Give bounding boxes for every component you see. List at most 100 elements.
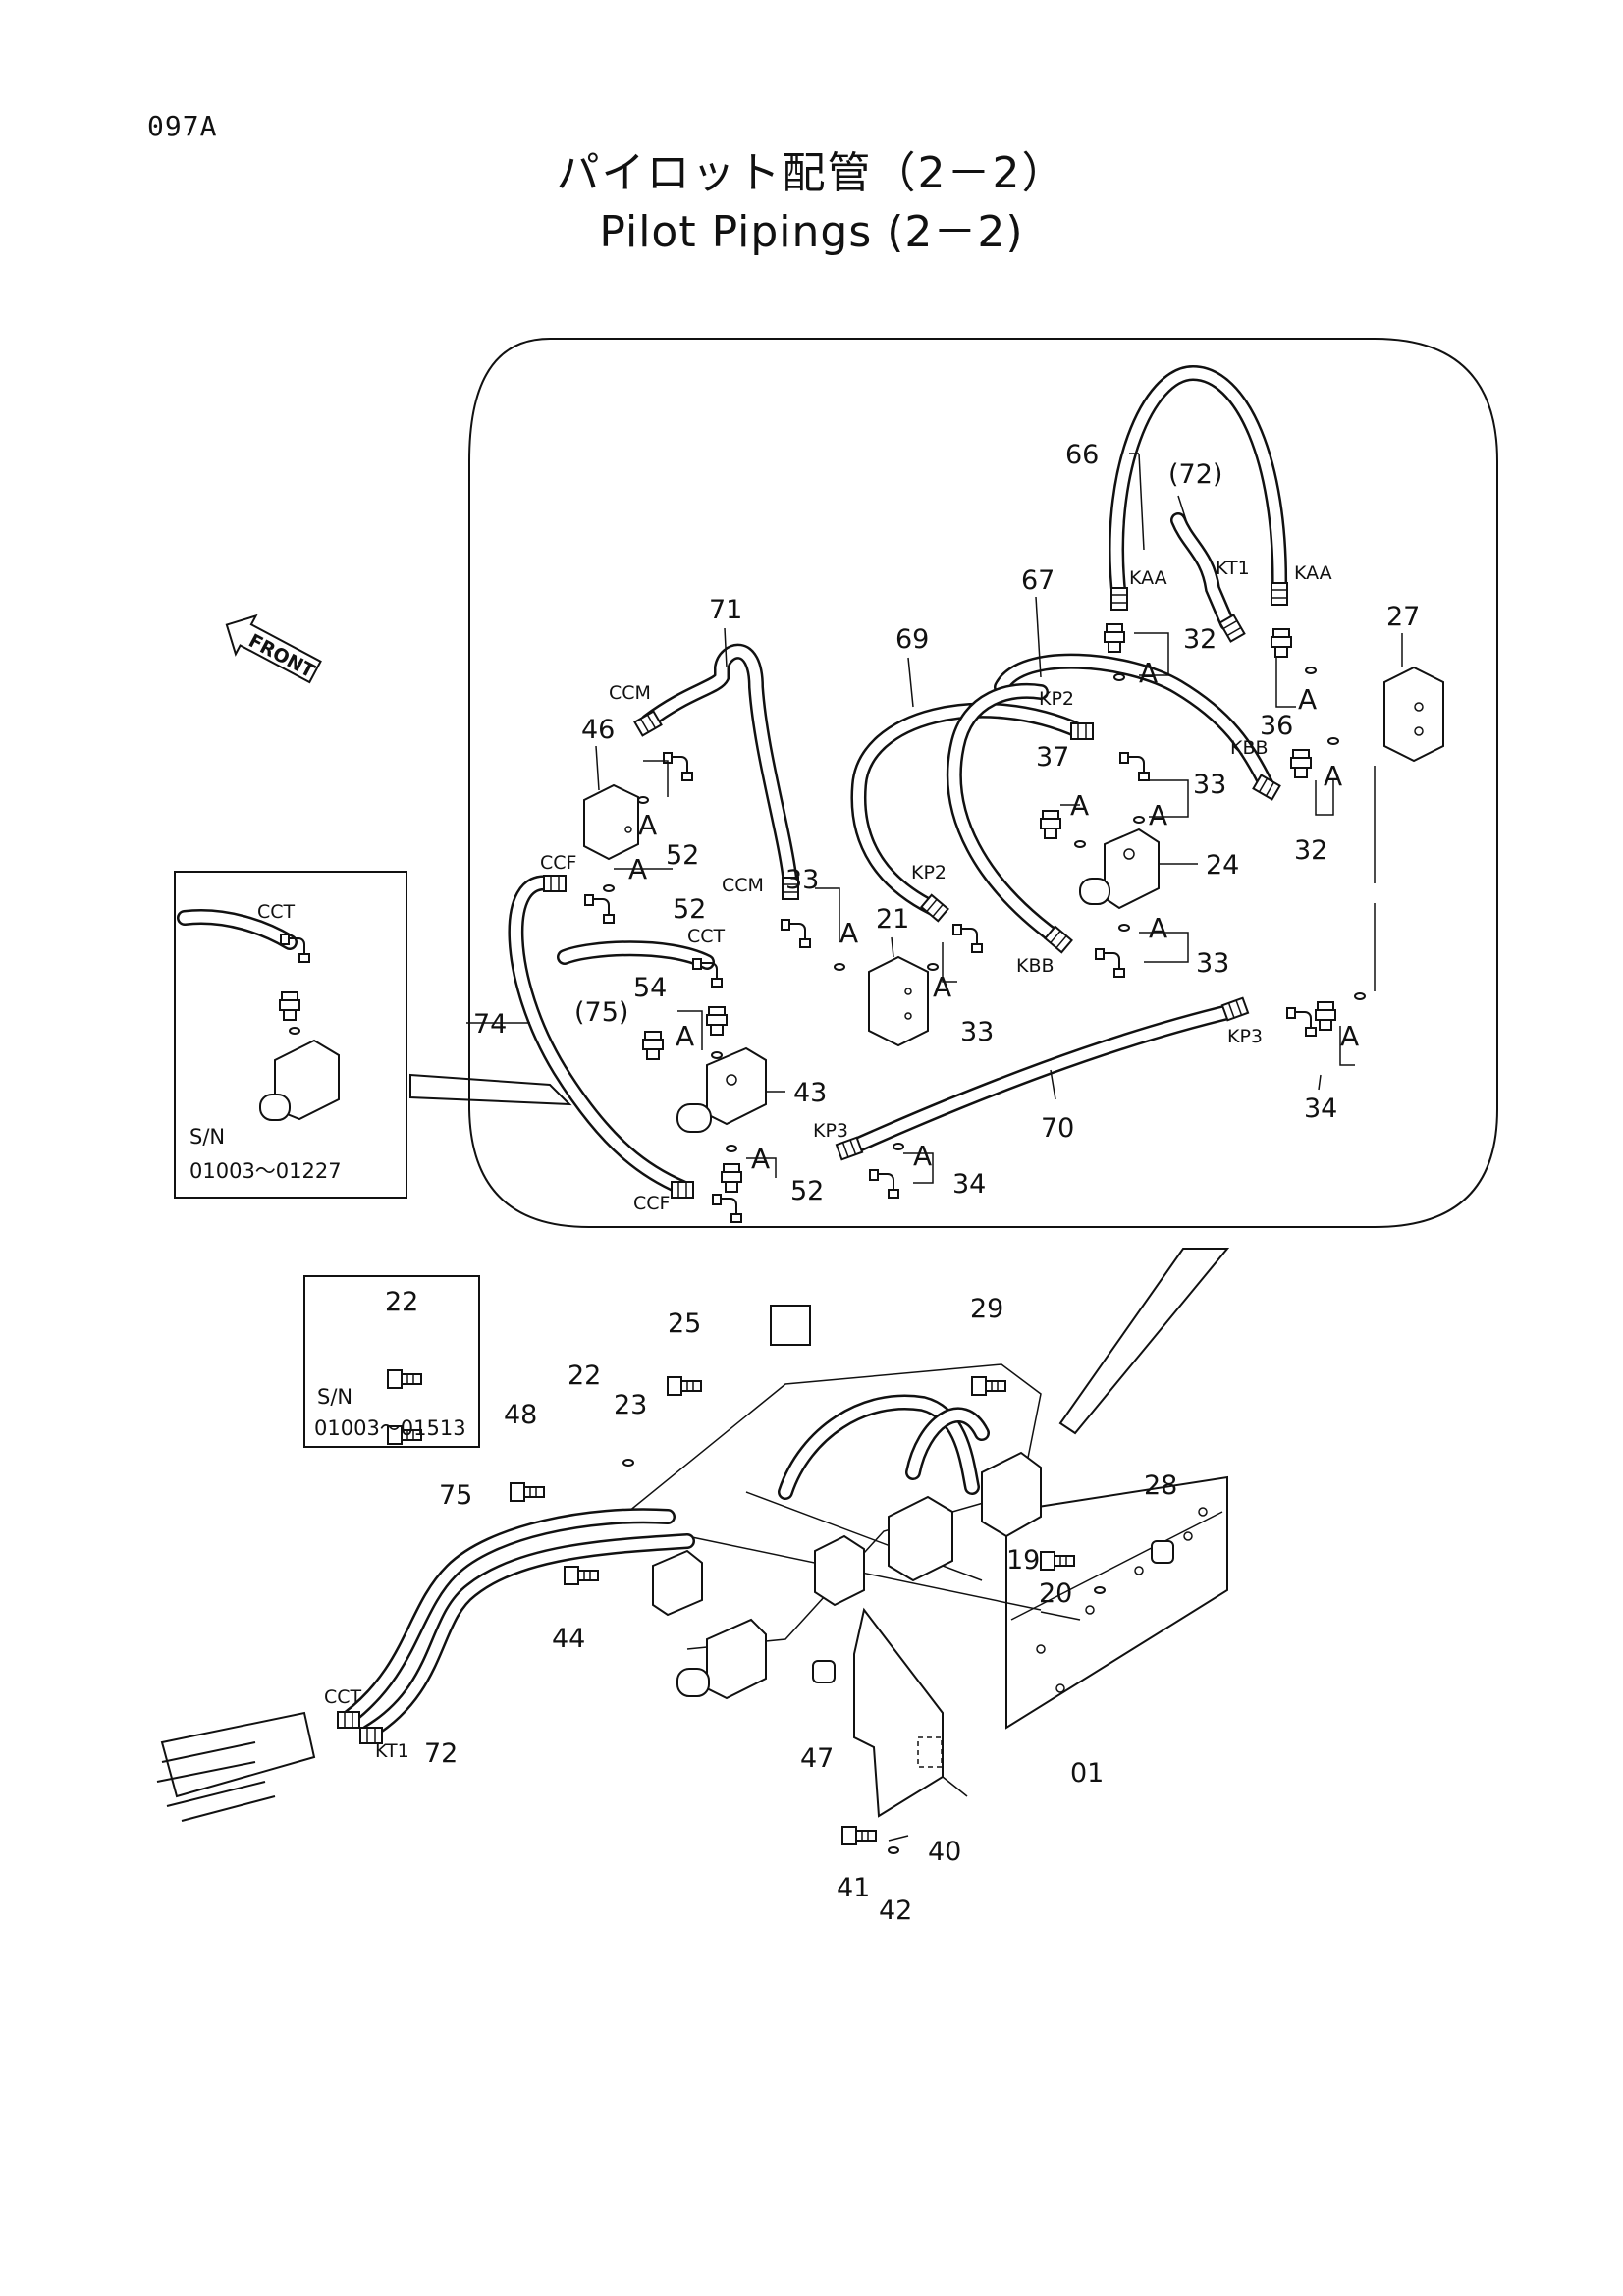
- code-kt1-upper: KT1: [1216, 558, 1250, 579]
- label-33-a: 33: [1193, 770, 1226, 800]
- label-01: 01: [1070, 1758, 1104, 1789]
- a-marker: A: [638, 809, 657, 841]
- inset-lower-bolt-icon: [387, 1369, 422, 1389]
- label-33-c: 33: [1196, 948, 1229, 979]
- a-marker: A: [1324, 760, 1342, 792]
- code-ccf-lower: CCF: [633, 1193, 670, 1214]
- mount-plate-01: [1005, 1475, 1228, 1730]
- label-27: 27: [1386, 602, 1420, 632]
- fittings-detail: [543, 582, 1366, 1223]
- label-69: 69: [895, 624, 929, 655]
- code-kp2-upper: KP2: [1039, 688, 1074, 710]
- code-kp2-lower: KP2: [911, 862, 947, 883]
- label-23: 23: [614, 1390, 647, 1420]
- bracket-leaders: [614, 632, 1376, 1184]
- label-40: 40: [928, 1837, 961, 1867]
- valve-43: [706, 1046, 767, 1126]
- pointer-wedge-right: [1058, 1248, 1230, 1435]
- label-21: 21: [876, 904, 909, 934]
- part-numbers: 66 (72) 67 71 69 27 32 36 46 37 33 32 52…: [385, 440, 1420, 1926]
- port-codes: KAA KAA KT1 KP2 KBB CCM CCM CCF CCF CCT …: [257, 558, 1332, 1762]
- label-75-parenthesized: (75): [574, 997, 628, 1028]
- valve-24: [1104, 828, 1160, 910]
- code-cct-detail: CCT: [687, 926, 726, 947]
- a-marker: A: [1070, 789, 1089, 822]
- label-54: 54: [633, 973, 667, 1003]
- label-70: 70: [1041, 1113, 1074, 1144]
- label-33-d: 33: [960, 1017, 994, 1047]
- label-48: 48: [504, 1400, 537, 1430]
- code-kp3-right: KP3: [1227, 1026, 1263, 1047]
- label-71: 71: [709, 595, 742, 625]
- a-marker: A: [751, 1143, 770, 1175]
- a-marker: A: [1149, 912, 1167, 944]
- a-markers: A A A A A A A A A A A A A A: [628, 657, 1359, 1175]
- label-34-bottom: 34: [952, 1169, 986, 1200]
- code-kp3-left: KP3: [813, 1120, 848, 1142]
- code-ccm-lower: CCM: [722, 875, 764, 896]
- label-44: 44: [552, 1624, 585, 1654]
- label-24: 24: [1206, 850, 1239, 881]
- label-52-mid: 52: [673, 894, 706, 925]
- inset-lower-sn-label: S/N: [317, 1385, 352, 1409]
- inset-upper-sn-label: S/N: [189, 1125, 225, 1148]
- inset-lower-frame: [303, 1275, 480, 1448]
- label-25: 25: [668, 1308, 701, 1339]
- label-46: 46: [581, 715, 615, 745]
- page-title-japanese: パイロット配管（2－2）: [556, 148, 1067, 198]
- label-66: 66: [1065, 440, 1099, 470]
- code-kbb-upper: KBB: [1230, 737, 1269, 759]
- pointer-wedge-left: [409, 1073, 572, 1106]
- code-cct-lower: CCT: [324, 1686, 362, 1708]
- block-27: [1383, 666, 1444, 763]
- a-marker: A: [676, 1020, 694, 1052]
- label-20: 20: [1039, 1578, 1072, 1609]
- label-74: 74: [473, 1009, 507, 1040]
- inset-upper-frame: [174, 871, 407, 1199]
- label-32-right: 32: [1294, 835, 1327, 866]
- front-arrow-icon: FRONT: [225, 614, 322, 684]
- a-marker: A: [913, 1140, 932, 1172]
- a-marker: A: [1298, 683, 1317, 716]
- label-22-inset: 22: [385, 1287, 418, 1317]
- label-33-b: 33: [785, 865, 819, 895]
- label-42: 42: [879, 1896, 912, 1926]
- block-46: [583, 783, 639, 861]
- a-marker: A: [839, 917, 858, 949]
- detail-frame: [468, 338, 1498, 1228]
- a-marker: A: [1340, 1020, 1359, 1052]
- a-marker: A: [1139, 657, 1158, 689]
- label-72-parenthesized: (72): [1168, 459, 1222, 490]
- label-22: 22: [568, 1361, 601, 1391]
- lower-assembly: [156, 1305, 1228, 1854]
- code-kaa-right: KAA: [1294, 562, 1332, 584]
- inset-upper-sn-range: 01003～01227: [189, 1159, 342, 1183]
- inset-upper-content: [177, 909, 340, 1121]
- label-32-upper: 32: [1183, 624, 1217, 655]
- valve-blocks-detail: [583, 666, 1444, 1133]
- a-marker: A: [628, 853, 647, 885]
- code-kbb-lower: KBB: [1016, 955, 1055, 977]
- label-72: 72: [424, 1738, 458, 1769]
- code-kt1-lower: KT1: [375, 1740, 409, 1762]
- label-36: 36: [1260, 711, 1293, 741]
- hoses-detail: [508, 364, 1288, 1196]
- label-67: 67: [1021, 565, 1055, 596]
- label-75: 75: [439, 1480, 472, 1511]
- inset-lower-sn-range: 01003～01513: [314, 1416, 466, 1440]
- page-title-english: Pilot Pipings (2－2): [599, 207, 1024, 257]
- a-marker: A: [1149, 799, 1167, 831]
- code-ccm-upper: CCM: [609, 682, 651, 704]
- label-29: 29: [970, 1294, 1003, 1324]
- label-28: 28: [1144, 1470, 1177, 1501]
- inset-serials: S/N 01003～01227 S/N 01003～01513: [189, 1125, 466, 1440]
- label-leaders: [466, 453, 1403, 1100]
- label-19: 19: [1006, 1545, 1040, 1575]
- bracket-40: [853, 1607, 944, 1818]
- label-52-upper: 52: [666, 840, 699, 871]
- label-52-bottom: 52: [790, 1176, 824, 1206]
- a-marker: A: [933, 971, 951, 1003]
- block-21: [868, 955, 929, 1047]
- code-cct-inset: CCT: [257, 901, 296, 923]
